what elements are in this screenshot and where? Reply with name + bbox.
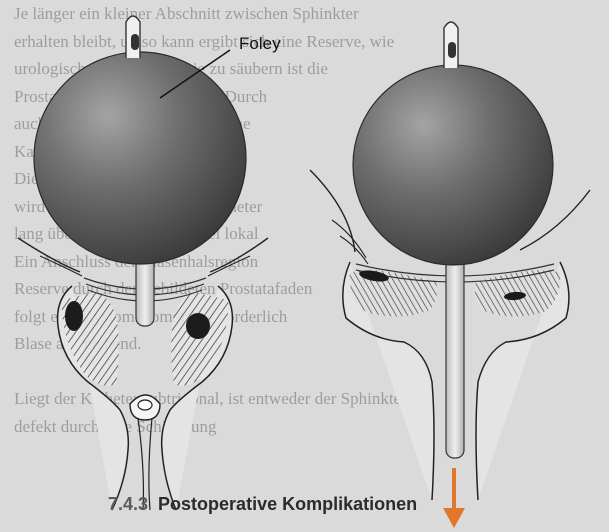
- left-figure: [18, 16, 268, 510]
- foley-label: Foley: [239, 34, 281, 54]
- section-heading: 7.4.3 Postoperative Komplikationen: [108, 494, 417, 515]
- left-nodule-right: [186, 313, 210, 339]
- right-bladder-wall: [310, 170, 355, 252]
- traction-arrow-head: [443, 508, 465, 528]
- right-figure: [310, 22, 590, 528]
- left-nodule-left: [65, 301, 83, 331]
- left-bladder-wall: [18, 238, 80, 272]
- section-title: Postoperative Komplikationen: [158, 494, 417, 514]
- left-foley-balloon: [34, 52, 246, 264]
- right-foley-balloon: [353, 65, 553, 265]
- section-number: 7.4.3: [108, 494, 148, 514]
